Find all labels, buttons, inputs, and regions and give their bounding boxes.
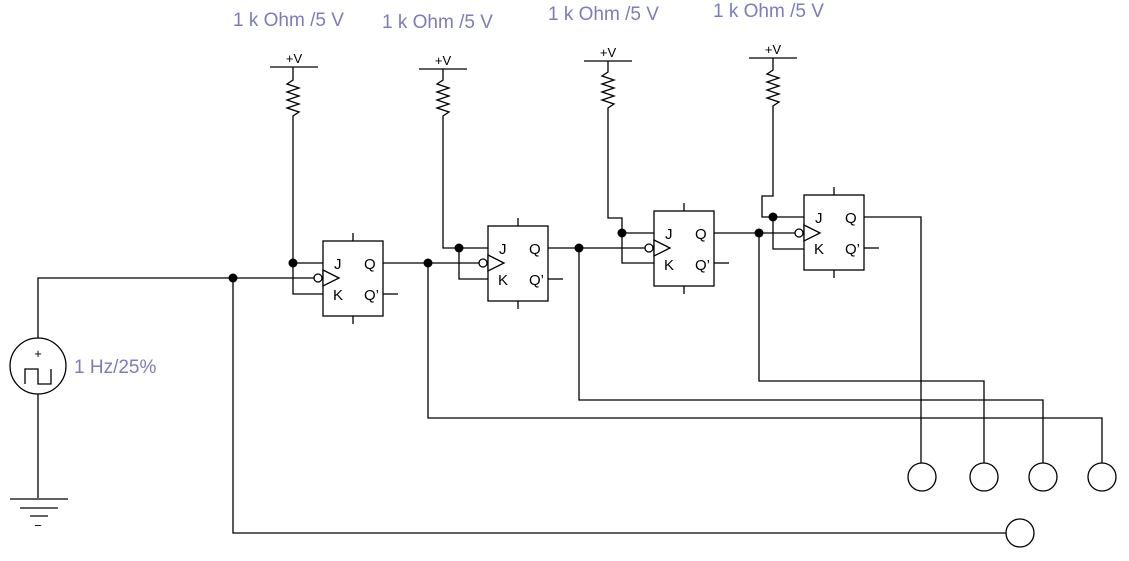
pin-k-label: K <box>333 287 343 304</box>
pin-k-label: K <box>664 257 674 274</box>
resistor-4-value-label: 1 k Ohm /5 V <box>713 1 824 22</box>
pin-j-label: J <box>334 256 342 273</box>
clock-wire-top <box>37 277 290 338</box>
pin-q-label: Q <box>364 256 376 273</box>
pin-q-label: Q <box>529 241 541 258</box>
pin-k-label: K <box>814 241 824 258</box>
jk-flip-flop-1[interactable]: J K Q Q’ <box>313 233 398 324</box>
probe-q1[interactable] <box>1087 462 1117 492</box>
pin-qbar-label: Q’ <box>845 241 860 258</box>
pin-k-label: K <box>498 272 508 289</box>
clock-source-label: 1 Hz/25% <box>74 357 157 378</box>
q4-wire <box>864 216 922 463</box>
pullup-wire-4 <box>761 116 804 218</box>
supply-label: +V <box>600 45 617 60</box>
jk-flip-flop-2[interactable]: J K Q Q’ <box>478 218 563 309</box>
clock-plus-sign: + <box>34 346 42 361</box>
supply-label: +V <box>435 53 452 68</box>
pin-j-label: J <box>665 226 673 243</box>
q1-wire <box>383 262 1103 463</box>
resistor-1-value-label: 1 k Ohm /5 V <box>233 10 344 31</box>
ground-minus-sign: − <box>34 518 42 533</box>
probe-clock[interactable] <box>1005 518 1035 548</box>
q2-wire <box>548 247 1044 463</box>
pullup-resistor-4[interactable]: +V <box>749 42 797 116</box>
pullup-wire-3 <box>607 118 654 264</box>
junction-dots <box>228 212 778 283</box>
probe-q4[interactable] <box>907 462 937 492</box>
pin-q-label: Q <box>695 226 707 243</box>
pin-qbar-label: Q’ <box>364 287 379 304</box>
pullup-resistor-3[interactable]: +V <box>584 45 632 118</box>
jk-flip-flop-3[interactable]: J K Q Q’ <box>644 203 729 294</box>
pullup-wire-1 <box>292 126 323 295</box>
q3-wire <box>714 232 985 463</box>
pin-qbar-label: Q’ <box>529 272 544 289</box>
pullup-resistor-1[interactable]: +V <box>270 51 318 126</box>
square-wave-icon <box>24 368 52 385</box>
resistor-2-value-label: 1 k Ohm /5 V <box>382 12 493 33</box>
pin-j-label: J <box>815 210 823 227</box>
clock-probe-wire <box>232 278 1006 534</box>
supply-label: +V <box>286 51 303 66</box>
probe-q2[interactable] <box>1028 462 1058 492</box>
probe-q3[interactable] <box>969 462 999 492</box>
pin-q-label: Q <box>845 210 857 227</box>
ground-symbol: − <box>10 498 68 533</box>
pin-qbar-label: Q’ <box>695 257 710 274</box>
supply-label: +V <box>765 42 782 57</box>
pin-j-label: J <box>499 241 507 258</box>
jk-flip-flop-4[interactable]: J K Q Q’ <box>794 187 879 278</box>
pullup-wire-2 <box>442 126 488 249</box>
clock-source[interactable]: + <box>9 337 67 395</box>
resistor-3-value-label: 1 k Ohm /5 V <box>548 4 659 25</box>
pullup-resistor-2[interactable]: +V <box>419 53 467 126</box>
